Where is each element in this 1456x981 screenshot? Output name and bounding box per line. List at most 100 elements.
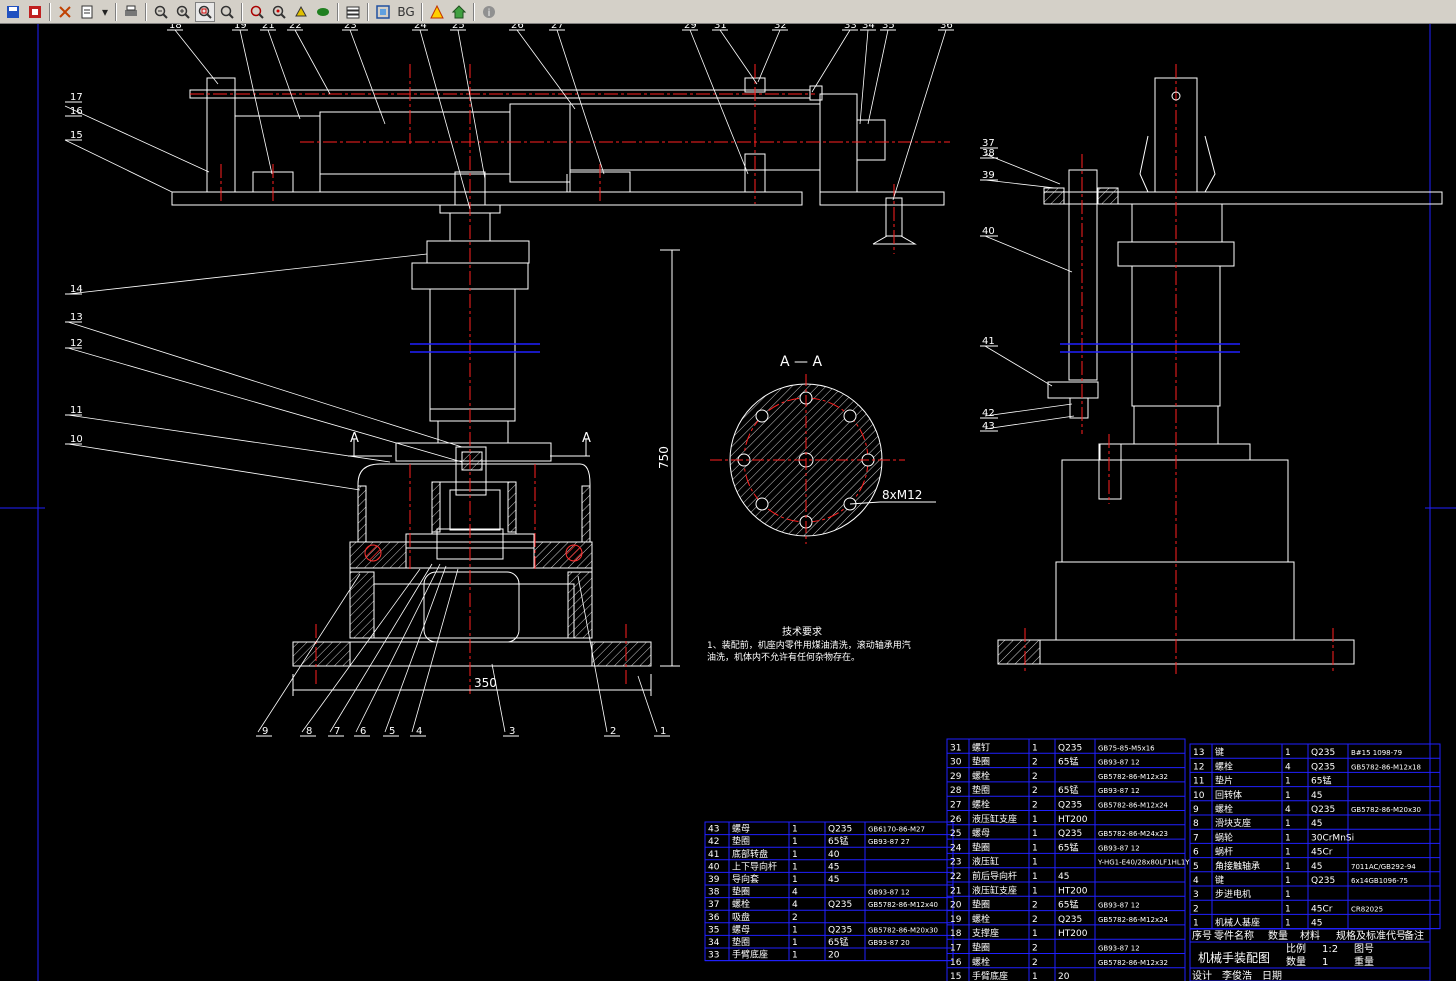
bom-cell: 支撑座 (972, 927, 999, 939)
paste-icon[interactable] (77, 2, 97, 22)
redraw-icon[interactable] (291, 2, 311, 22)
section-aa: A — A 8xM12 (710, 354, 936, 544)
title-block-border (1189, 928, 1431, 981)
bom-cell: 22 (950, 872, 961, 882)
bom-cell: 10 (1193, 791, 1205, 801)
bom-cell: 16 (950, 958, 962, 968)
bom-cell: 45 (1058, 872, 1069, 882)
bom-cell: Q235 (1311, 876, 1335, 886)
balloon-8: 8 (306, 726, 312, 737)
section-label-right: A (582, 431, 591, 446)
zoom-extents-icon[interactable] (247, 2, 267, 22)
bom-cell: 30CrMnSi (1311, 833, 1354, 843)
bom-cell: 2 (1032, 944, 1038, 954)
balloon-35: 35 (882, 24, 895, 31)
zoom-realtime-icon[interactable] (217, 2, 237, 22)
home-icon[interactable] (449, 2, 469, 22)
bom-cell: 蜗杆 (1215, 846, 1233, 858)
qty-value: 1 (1322, 957, 1328, 968)
leader-lines-front (64, 29, 947, 733)
balloon-21: 21 (262, 24, 275, 31)
bom-cell: 垫圈 (972, 942, 990, 954)
balloon-42: 42 (982, 408, 995, 419)
zoom-in-icon[interactable] (173, 2, 193, 22)
front-view-hatching (292, 451, 652, 667)
bom-cell: 1 (1032, 858, 1038, 868)
qty-label: 数量 (1286, 955, 1306, 968)
title-block-header: 规格及标准代号 (1336, 929, 1406, 942)
balloon-11: 11 (70, 405, 83, 416)
bom-cell: 21 (950, 886, 961, 896)
balloon-31: 31 (714, 24, 727, 31)
bom-cell: 27 (950, 801, 961, 811)
warning-icon[interactable] (427, 2, 447, 22)
bom-cell: 上下导向杆 (732, 860, 777, 872)
bom-cell: 螺母 (732, 824, 750, 835)
balloon-5: 5 (389, 726, 395, 737)
bom-cell: 角接触轴承 (1215, 860, 1260, 872)
tech-title: 技术要求 (782, 625, 822, 638)
balloon-25: 25 (452, 24, 465, 31)
bom-cell: 11 (1193, 777, 1204, 787)
balloon-10: 10 (70, 434, 83, 445)
bom-cell: 手臂底座 (732, 949, 768, 961)
bom-cell: 24 (950, 843, 962, 853)
balloon-19: 19 (234, 24, 247, 31)
cut-icon[interactable] (55, 2, 75, 22)
bom-cell: 1 (792, 837, 798, 847)
zoom-window-icon[interactable] (195, 1, 215, 22)
print-icon[interactable] (121, 2, 141, 22)
regen-icon[interactable] (313, 2, 333, 22)
zoom-out-icon[interactable] (151, 2, 171, 22)
balloon-2: 2 (610, 726, 616, 737)
layers-icon[interactable] (343, 2, 363, 22)
bom-cell: 垫圈 (972, 841, 990, 853)
bom-cell: 41 (708, 850, 719, 860)
pan-icon[interactable] (269, 2, 289, 22)
balloon-22: 22 (289, 24, 302, 31)
frame-icon[interactable] (373, 2, 393, 22)
balloon-9: 9 (262, 726, 268, 737)
toolbar-separator (241, 2, 243, 21)
designer-label: 设计 (1192, 969, 1212, 981)
bom-cell: 1 (1285, 791, 1291, 801)
tech-line-2: 油洗，机体内不允许有任何杂物存在。 (707, 651, 860, 663)
bom-cell: 65锰 (1058, 784, 1078, 796)
bom-cell: 垫圈 (972, 899, 990, 911)
weight-label: 重量 (1354, 955, 1374, 968)
drawing-canvas[interactable]: A A 750 350 (0, 24, 1456, 981)
bom-cell: GB93-87 20 (868, 939, 910, 947)
save-icon[interactable] (3, 2, 23, 22)
bom-cell: 35 (708, 925, 719, 935)
balloon-14: 14 (70, 284, 83, 295)
balloon-36: 36 (940, 24, 953, 31)
balloon-3: 3 (509, 726, 515, 737)
bom-cell: 1 (792, 938, 798, 948)
bom-cell: HT200 (1058, 815, 1088, 825)
bom-cell: 1 (792, 850, 798, 860)
bg-icon[interactable]: BG (397, 4, 415, 19)
bom-cell: 65锰 (828, 936, 848, 948)
bom-cell: 1 (792, 925, 798, 935)
chevron-down-icon[interactable]: ▾ (101, 4, 109, 19)
bom-cell: 1 (1285, 890, 1291, 900)
dim-width-label: 350 (474, 676, 497, 690)
bom-cell: 螺栓 (732, 898, 750, 910)
bom-table-border (946, 738, 1186, 981)
bom-cell: 20 (1058, 972, 1070, 981)
side-view (997, 77, 1443, 665)
bom-cell: 25 (950, 829, 961, 839)
export-icon[interactable] (25, 2, 45, 22)
balloon-26: 26 (511, 24, 524, 31)
bom-cell: 1 (1285, 862, 1291, 872)
bom-cell: GB5782-86-M12x32 (1098, 959, 1168, 967)
bom-cell: 底部转盘 (732, 848, 768, 860)
section-label-left: A (350, 431, 359, 446)
bom-cell: 1 (792, 862, 798, 872)
bom-cell: 键 (1215, 874, 1224, 886)
bom-cell: 滑块支座 (1215, 817, 1251, 829)
info-icon[interactable]: i (479, 2, 499, 22)
